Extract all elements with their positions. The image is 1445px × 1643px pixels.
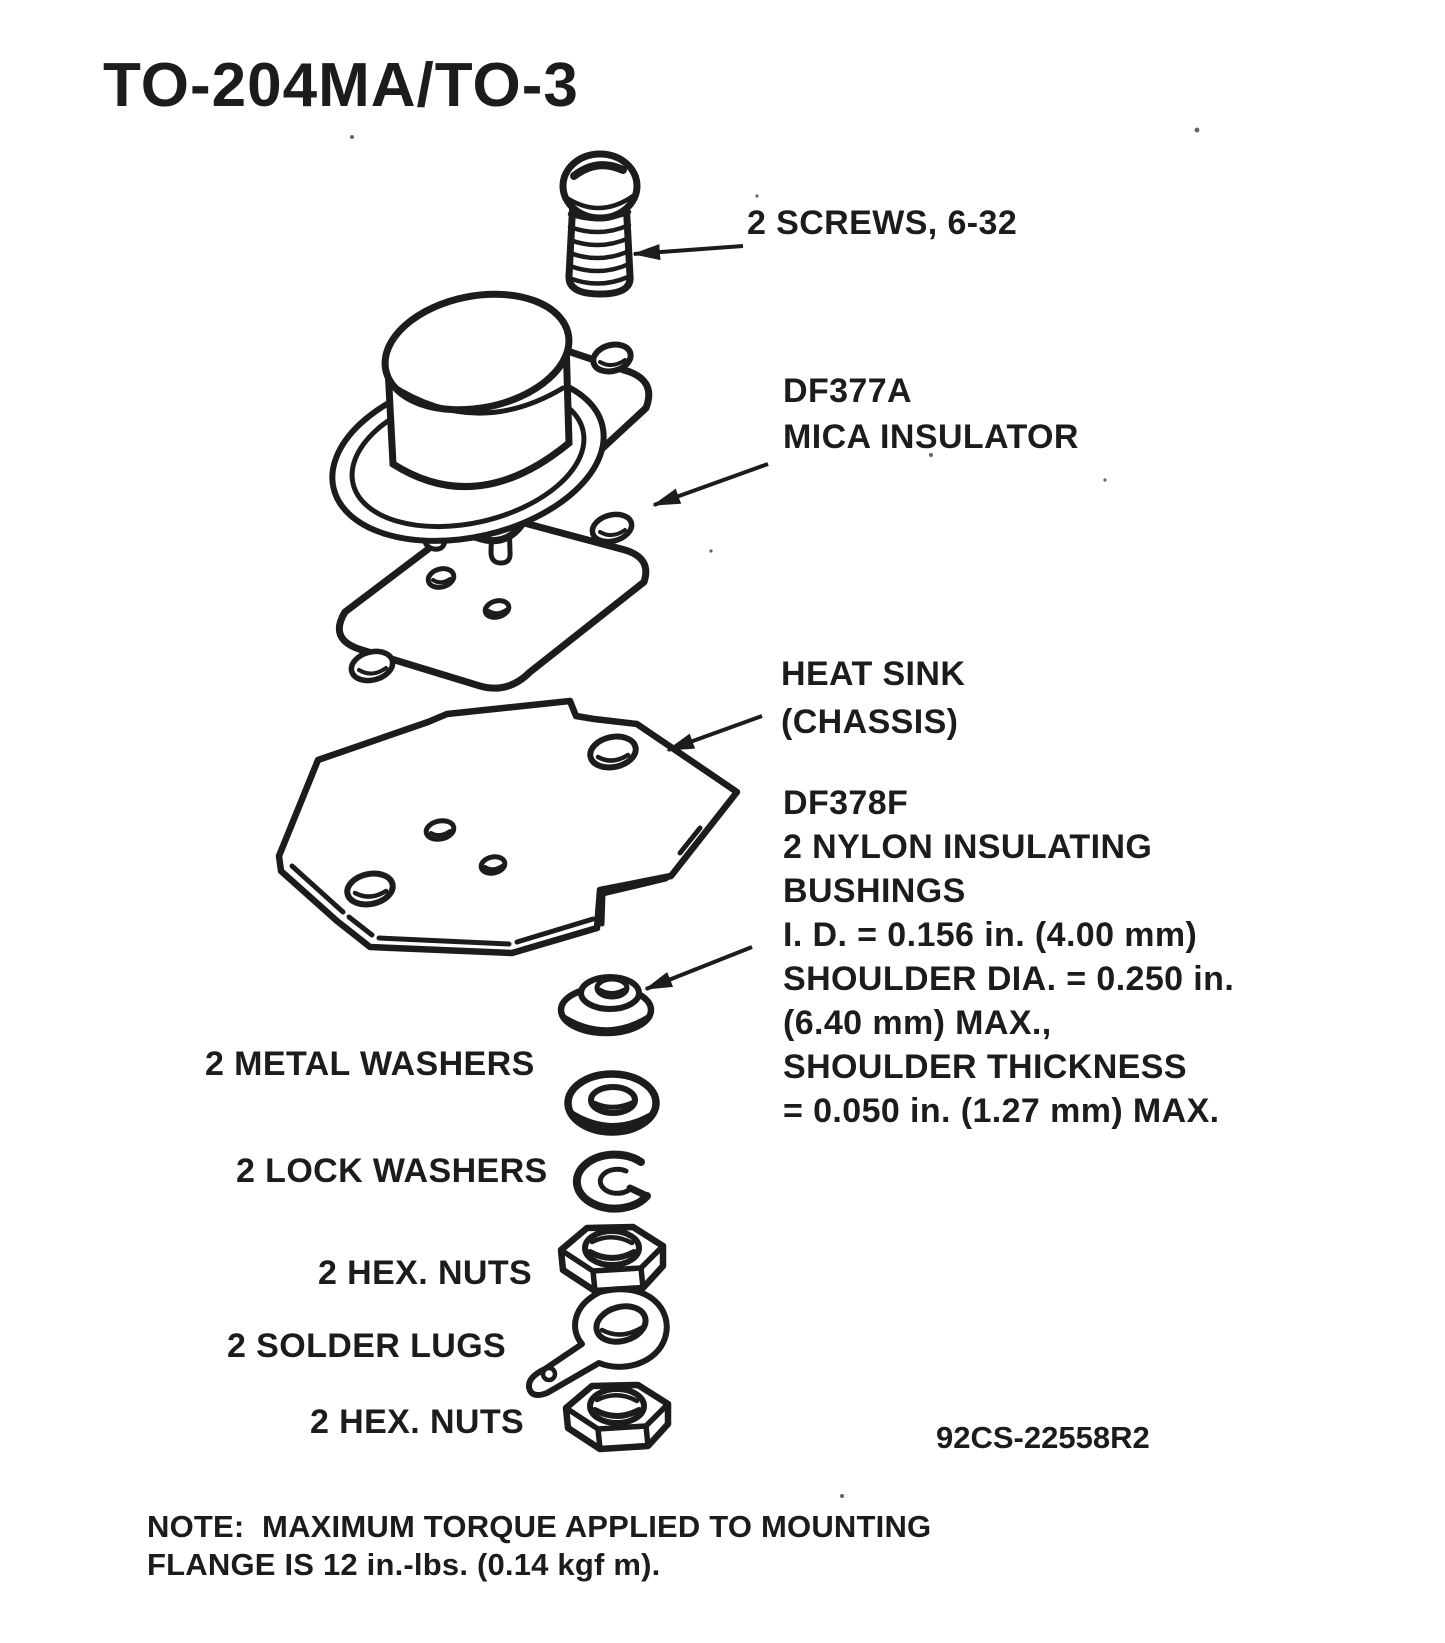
page-title: TO-204MA/TO-3 xyxy=(103,51,579,120)
callout-heatsink: HEAT SINK (CHASSIS) xyxy=(781,650,965,746)
callout-bushings: DF378F 2 NYLON INSULATING BUSHINGS I. D.… xyxy=(783,781,1234,1133)
bushing-label-line7: SHOULDER THICKNESS xyxy=(783,1048,1187,1086)
callout-solder-lugs: 2 SOLDER LUGS xyxy=(227,1327,507,1365)
nylon-bushing-drawing xyxy=(557,974,655,1037)
lock-washer-drawing xyxy=(572,1150,651,1213)
bushing-label-line8: = 0.050 in. (1.27 mm) MAX. xyxy=(783,1092,1220,1130)
hex-nut-upper-drawing xyxy=(557,1223,667,1295)
hex-nut-lower-drawing xyxy=(562,1381,672,1453)
mica-part-name: MICA INSULATOR xyxy=(783,418,1079,456)
transistor-drawing xyxy=(329,290,653,545)
metal-washer-drawing xyxy=(564,1070,660,1136)
heatsink-label-line2: (CHASSIS) xyxy=(781,703,959,741)
figure-number: 92CS-22558R2 xyxy=(936,1420,1150,1455)
torque-note-line1: NOTE: MAXIMUM TORQUE APPLIED TO MOUNTING xyxy=(147,1509,932,1544)
screws-leader-arrow xyxy=(632,244,744,261)
bushing-label-line6: (6.40 mm) MAX., xyxy=(783,1004,1052,1042)
mica-leader-arrow xyxy=(652,462,769,507)
heatsink-label-line1: HEAT SINK xyxy=(781,655,966,693)
bushing-label-line4: I. D. = 0.156 in. (4.00 mm) xyxy=(783,916,1198,954)
callout-hex-nuts-upper: 2 HEX. NUTS xyxy=(318,1254,533,1292)
heat-sink-drawing xyxy=(275,697,741,957)
torque-note-line2: FLANGE IS 12 in.-lbs. (0.14 kgf m). xyxy=(147,1547,661,1582)
bushing-leader-arrow xyxy=(644,945,753,991)
mica-part-number: DF377A xyxy=(783,372,913,410)
leader-arrows xyxy=(632,244,769,991)
callout-screws: 2 SCREWS, 6-32 xyxy=(747,204,1018,242)
callout-mica: DF377A MICA INSULATOR xyxy=(783,368,1079,460)
screw-drawing xyxy=(559,150,641,298)
bushing-label-line3: BUSHINGS xyxy=(783,872,966,910)
heatsink-leader-arrow xyxy=(666,714,763,752)
scan-specks xyxy=(350,127,1200,1498)
torque-note: NOTE: MAXIMUM TORQUE APPLIED TO MOUNTING… xyxy=(147,1508,931,1584)
callout-hex-nuts-lower: 2 HEX. NUTS xyxy=(310,1403,525,1441)
bushing-label-line5: SHOULDER DIA. = 0.250 in. xyxy=(783,960,1235,998)
bushing-label-line2: 2 NYLON INSULATING xyxy=(783,828,1153,866)
bushing-part-number: DF378F xyxy=(783,784,909,822)
solder-lug-drawing xyxy=(525,1286,670,1398)
callout-metal-washers: 2 METAL WASHERS xyxy=(205,1045,535,1083)
callout-lock-washers: 2 LOCK WASHERS xyxy=(236,1152,548,1190)
